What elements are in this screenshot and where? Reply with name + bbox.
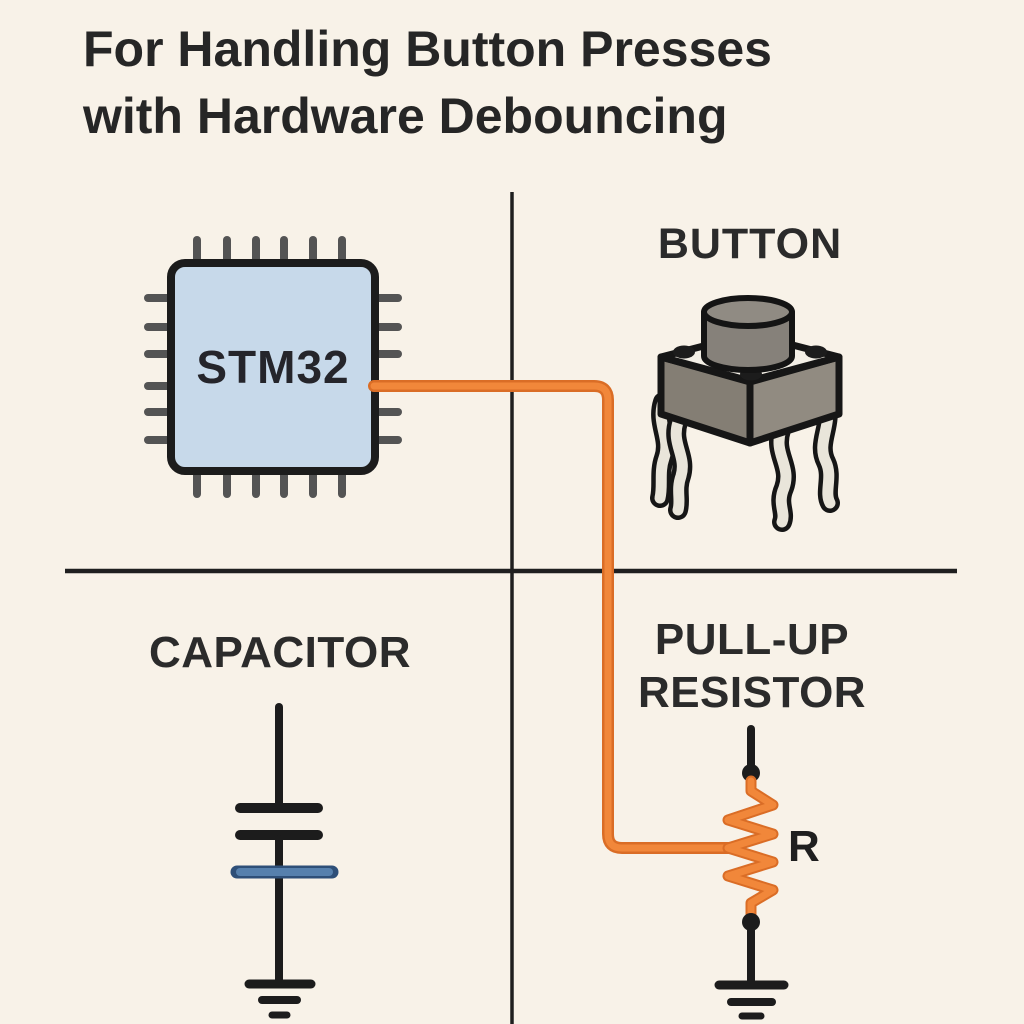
chip-label: STM32 xyxy=(196,341,350,393)
resistor-symbol-icon xyxy=(714,725,789,1020)
stm32-chip-icon xyxy=(144,236,402,498)
diagram-title-line1: For Handling Button Presses xyxy=(83,21,772,77)
diagram-title-line2: with Hardware Debouncing xyxy=(83,88,728,144)
pullup-label-line1: PULL-UP xyxy=(654,615,850,664)
capacitor-symbol-icon xyxy=(230,703,339,1019)
capacitor-label: CAPACITOR xyxy=(149,628,411,677)
grid-dividers xyxy=(65,192,957,1024)
ground-symbol-icon xyxy=(714,980,789,1020)
pullup-resistor-label: PULL-UP RESISTOR xyxy=(612,613,892,719)
signal-wire xyxy=(368,380,740,854)
pullup-label-line2: RESISTOR xyxy=(637,668,867,717)
button-label: BUTTON xyxy=(657,220,843,268)
diagram-title: For Handling Button Presses with Hardwar… xyxy=(83,16,843,150)
push-button-icon xyxy=(650,295,843,532)
ground-symbol-icon xyxy=(244,979,316,1019)
resistor-designator: R xyxy=(788,822,820,871)
